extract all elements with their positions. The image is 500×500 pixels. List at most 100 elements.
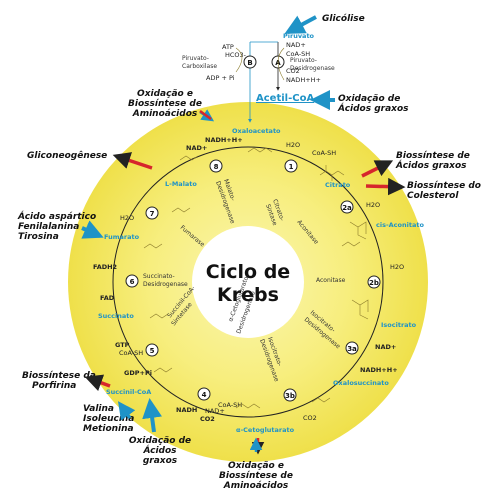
valina-arrow (117, 401, 136, 421)
porfirina-line1: Biossíntese da (22, 371, 96, 381)
step-3a-label: 3a (347, 345, 357, 353)
valina-line1: Valina (83, 404, 114, 414)
gliconeogenese-label: Gliconeogênese (27, 150, 107, 161)
step-7-label: 7 (150, 210, 155, 218)
h2o-2b-label: H2O (390, 263, 404, 271)
step-4-circle (197, 387, 211, 401)
acetilcoa-label: Acetil-CoA (256, 93, 314, 104)
aspartico-line3: Tirosina (18, 232, 59, 242)
step-8-label: 8 (214, 163, 219, 171)
aspartico-line1: Ácido aspártico (17, 210, 96, 222)
ox-fatty-top-line1: Oxidação de (338, 94, 400, 104)
ox-fatty-bot-line2: Ácidos (142, 444, 177, 456)
step-2a-circle (340, 200, 354, 214)
bio-fatty-line2: Ácidos graxos (395, 159, 467, 171)
nad-top-label: NAD+ (286, 41, 306, 49)
porfirina-arrow (84, 374, 111, 392)
center-title-line2: Krebs (217, 284, 279, 306)
step-2a-label: 2a (342, 204, 352, 212)
nadh-top-label: NADH+H+ (286, 76, 321, 84)
gtp-5-label: GTP (115, 341, 130, 349)
step-6-circle (125, 274, 139, 288)
valina-line3: Metionina (83, 424, 134, 434)
fadh2-6-label: FADH2 (93, 263, 117, 271)
cisaconitato-structure (349, 221, 367, 240)
carboxilase-line1: Piruvato- (182, 55, 209, 62)
step-4-label: 4 (202, 391, 207, 399)
aspartico-line2: Fenilalanina (18, 222, 79, 232)
nadh-3a-label: NADH+H+ (360, 366, 398, 374)
isocitrato-label: Isocitrato (381, 321, 417, 329)
glicolise-label: Glicólise (322, 13, 365, 24)
coash-top-label: CoA-SH (286, 50, 310, 58)
structure-doodles (143, 147, 361, 409)
succinato-label: Succinato (98, 312, 134, 320)
step-1-circle (284, 159, 298, 173)
gdp-5-label: GDP+Pi (124, 369, 152, 377)
step-b-circle (243, 55, 257, 69)
oxaloacetato-label: Oxaloacetato (232, 127, 281, 135)
ox-amino-bot-line1: Oxidação e (228, 461, 284, 471)
succinato-desid-line2: Desidrogenase (143, 281, 188, 288)
center-title-line1: Ciclo de (206, 261, 290, 283)
cisaconitato-label: cis-Aconitato (376, 221, 424, 229)
step-5-circle (145, 343, 159, 357)
valina-line2: Isoleucina (83, 414, 134, 424)
h2o-1-label: H2O (286, 141, 300, 149)
ox-amino-top-line2: Biossíntese de (128, 99, 202, 109)
bio-fatty-line1: Biossíntese de (396, 151, 470, 161)
succinato-desid-line1: Succinato- (143, 273, 175, 280)
ox-amino-bot-line2: Biossíntese de (219, 471, 293, 481)
hco3-label: HCO3- (225, 51, 247, 59)
step-2b-label: 2b (369, 279, 379, 287)
ox-fatty-bot-arrow (142, 398, 163, 433)
h2o-2a-label: H2O (366, 201, 380, 209)
bio-col-line1: Biossíntese do (407, 181, 481, 191)
bio-col-line2: Colesterol (407, 191, 459, 201)
bio-col-arrow (365, 177, 406, 196)
nad-4-label: NAD+ (205, 407, 225, 415)
cetoglutarato-label: α-Cetoglutarato (236, 426, 295, 434)
aconitase2-label: Aconitase (316, 277, 346, 284)
step-3a-circle (345, 341, 359, 355)
step-8-circle (209, 159, 223, 173)
ox-amino-top-line3: Aminoácidos (132, 109, 198, 119)
ox-fatty-top-line2: Ácidos graxos (337, 102, 409, 114)
piruvato-label: Piruvato (283, 32, 315, 40)
ox-amino-top-arrow-red (199, 109, 212, 121)
step-3b-circle (283, 388, 297, 402)
ox-fatty-bot-line3: graxos (143, 456, 178, 466)
co2-4-label: CO2 (200, 415, 215, 423)
aspartico-arrow (81, 220, 104, 239)
step-6-label: 6 (130, 278, 135, 286)
step-2b-circle (367, 275, 381, 289)
oxalosuccinato-label: Oxalosuccinato (333, 379, 389, 387)
gliconeogenese-arrow (112, 152, 153, 170)
nad-arc (277, 47, 285, 81)
citrato-structure (319, 165, 345, 181)
step-b-label: B (247, 59, 252, 67)
step-7-circle (145, 206, 159, 220)
ox-fatty-bot-line1: Oxidação de (129, 436, 191, 446)
nadh-4-label: NADH (176, 406, 197, 414)
ox-amino-top-line1: Oxidação e (137, 89, 193, 99)
carboxilase-line2: Carboxilase (182, 63, 217, 70)
fad-6-label: FAD (100, 294, 115, 302)
isocitrato-structure (351, 299, 369, 320)
citrato-label: Citrato (325, 181, 351, 189)
co2-3b-label: CO2 (303, 414, 317, 422)
nad-8-label: NAD+ (186, 144, 207, 152)
succinilcoa-label: Succinil-CoA (106, 388, 151, 396)
nadh-8-label: NADH+H+ (205, 136, 243, 144)
fumarato-label: Fumarato (104, 233, 140, 241)
step-1-label: 1 (289, 163, 294, 171)
cycle-center (192, 226, 304, 338)
atp-arc (235, 47, 243, 73)
porfirina-line2: Porfirina (32, 381, 76, 391)
desidrogenase-line2: Desidrogenase (290, 65, 335, 72)
desidrogenase-line1: Piruvato- (290, 57, 317, 64)
lmalato-label: L-Malato (165, 180, 197, 188)
coash-1-label: CoA-SH (312, 149, 336, 157)
bio-fatty-arrow (361, 160, 394, 178)
